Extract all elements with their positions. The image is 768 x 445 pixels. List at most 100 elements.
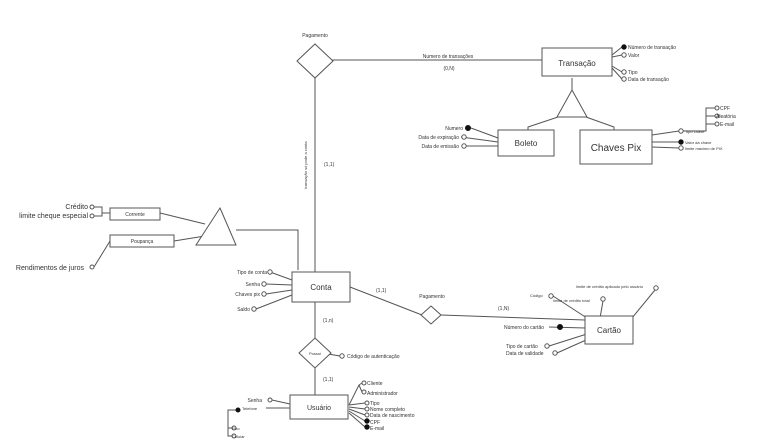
attribute-marker bbox=[714, 113, 720, 119]
attribute-usuario-tipo: Tipo bbox=[370, 401, 380, 407]
attribute-marker bbox=[678, 128, 684, 134]
edge-label-vertical: transação só pode a conta bbox=[303, 141, 308, 189]
attribute-key-marker bbox=[678, 139, 684, 145]
attribute-usuario-cliente: Cliente bbox=[367, 381, 383, 387]
attribute-marker bbox=[714, 105, 720, 111]
attribute-key-marker bbox=[465, 125, 471, 131]
attribute-usuario-senha: Senha bbox=[248, 398, 263, 404]
attribute-marker bbox=[714, 121, 720, 127]
attribute-marker bbox=[552, 350, 558, 356]
attribute-cartao-limite-total: limite de crédito total bbox=[553, 298, 590, 303]
relationship-pagamento-top bbox=[296, 43, 334, 79]
attribute-boleto-emissao: Data de emissão bbox=[421, 144, 459, 150]
attribute-key-marker bbox=[557, 324, 563, 330]
attribute-marker bbox=[361, 389, 367, 395]
entity-usuario-label: Usuário bbox=[307, 405, 331, 412]
entity-corrente-label: Corrente bbox=[125, 212, 145, 218]
entity-poupanca-label: Poupança bbox=[131, 239, 154, 245]
attribute-key-marker bbox=[364, 424, 370, 430]
attribute-marker bbox=[544, 343, 550, 349]
attribute-conta-tipo: Tipo de conta bbox=[237, 270, 267, 276]
attribute-marker bbox=[251, 306, 257, 312]
entity-corrente bbox=[109, 207, 161, 221]
entity-transacao bbox=[541, 47, 613, 77]
attribute-usuario-nascimento: Data de nascimento bbox=[370, 413, 415, 419]
attribute-marker bbox=[621, 69, 627, 75]
attribute-usuario-cpf: CPF bbox=[370, 420, 380, 426]
attribute-marker bbox=[461, 134, 467, 140]
attribute-cartao-codigo: Código bbox=[530, 293, 543, 298]
attribute-conta-senha: Senha bbox=[246, 282, 261, 288]
attribute-marker bbox=[267, 397, 273, 403]
attribute-cartao-tipo: Tipo de cartão bbox=[506, 344, 538, 350]
attribute-boleto-numero: Numero bbox=[445, 126, 463, 132]
entity-chaves-pix bbox=[579, 129, 653, 165]
attribute-marker bbox=[621, 76, 627, 82]
attribute-marker bbox=[364, 412, 370, 418]
attribute-usuario-administrador: Administrador bbox=[367, 391, 398, 397]
attribute-marker bbox=[621, 52, 627, 58]
attribute-transacao-valor: Valor bbox=[628, 53, 640, 59]
cardinality-conta-top: (1,1) bbox=[324, 162, 335, 168]
cardinality-cartao: (1,N) bbox=[498, 306, 509, 312]
attribute-corrente-limite: limite cheque especial bbox=[19, 213, 88, 220]
attribute-pix-cpf: CPF bbox=[720, 106, 730, 112]
attribute-pix-valor-chave: Valor da chave bbox=[685, 140, 712, 145]
attribute-marker bbox=[261, 281, 267, 287]
entity-cartao-label: Cartão bbox=[597, 326, 622, 335]
attribute-marker bbox=[653, 285, 659, 291]
attribute-transacao-data: Data de transação bbox=[628, 77, 669, 83]
attribute-marker bbox=[361, 380, 367, 386]
edge-label-numero-transacoes: Numero de transações bbox=[423, 54, 474, 60]
attribute-key-marker bbox=[235, 407, 241, 413]
attribute-marker bbox=[231, 425, 237, 431]
attribute-usuario-email: E-mail bbox=[370, 426, 384, 432]
relationship-possui-label: Possui bbox=[309, 351, 321, 356]
attribute-usuario-nome: Nome completo bbox=[370, 407, 405, 413]
cardinality-usuario: (1,1) bbox=[323, 377, 334, 383]
attribute-conta-chaves-pix: Chaves pix bbox=[235, 292, 260, 298]
attribute-poupanca-rendimentos: Rendimentos de juros bbox=[16, 265, 85, 272]
attribute-marker bbox=[231, 433, 237, 439]
attribute-marker bbox=[339, 353, 345, 359]
attribute-marker bbox=[89, 213, 95, 219]
attribute-marker bbox=[678, 145, 684, 151]
attribute-marker bbox=[600, 296, 606, 302]
attribute-key-marker bbox=[621, 44, 627, 50]
edge-corrente-heranca bbox=[159, 212, 206, 225]
attribute-marker bbox=[364, 400, 370, 406]
attribute-cartao-validade: Data de validade bbox=[506, 351, 544, 357]
entity-usuario bbox=[289, 394, 349, 420]
cardinality-conta-pagamento: (1,1) bbox=[376, 288, 387, 294]
relationship-pagamento-top-label: Pagamento bbox=[302, 33, 328, 39]
attribute-marker bbox=[261, 291, 267, 297]
attribute-key-marker bbox=[364, 418, 370, 424]
entity-chaves-pix-label: Chaves Pix bbox=[591, 143, 642, 154]
specialization-conta bbox=[195, 206, 237, 246]
relationship-pagamento-mid bbox=[420, 305, 442, 325]
attribute-usuario-celular: Celular bbox=[232, 434, 245, 439]
attribute-possui-codigo: Código de autenticação bbox=[347, 354, 400, 360]
entity-transacao-label: Transação bbox=[558, 59, 596, 68]
cardinality-0n: (0,N) bbox=[443, 66, 454, 72]
edge-heranca-boleto bbox=[527, 116, 559, 130]
attribute-pix-limite: limite máximo de PIX bbox=[685, 146, 723, 151]
relationship-pagamento-mid-label: Pagamento bbox=[419, 294, 445, 300]
edge-heranca-pix bbox=[585, 116, 615, 130]
attribute-marker bbox=[461, 143, 467, 149]
attribute-marker bbox=[89, 204, 95, 210]
attribute-pix-tipo-chave: Tipo chave bbox=[685, 129, 705, 134]
edge-pagamento-cartao bbox=[440, 314, 586, 321]
entity-cartao bbox=[584, 315, 634, 345]
attribute-usuario-telefone: Telefone bbox=[242, 406, 258, 411]
entity-conta bbox=[291, 271, 351, 303]
attribute-corrente-credito: Crédito bbox=[65, 204, 88, 211]
entity-boleto bbox=[497, 129, 555, 157]
attribute-conta-saldo: Saldo bbox=[237, 307, 250, 313]
attribute-usuario-fixo: Fixo bbox=[232, 426, 240, 431]
relationship-possui bbox=[298, 337, 332, 369]
edge-poupanca-heranca bbox=[173, 235, 206, 242]
attribute-marker bbox=[267, 269, 273, 275]
attribute-transacao-tipo: Tipo bbox=[628, 70, 638, 76]
